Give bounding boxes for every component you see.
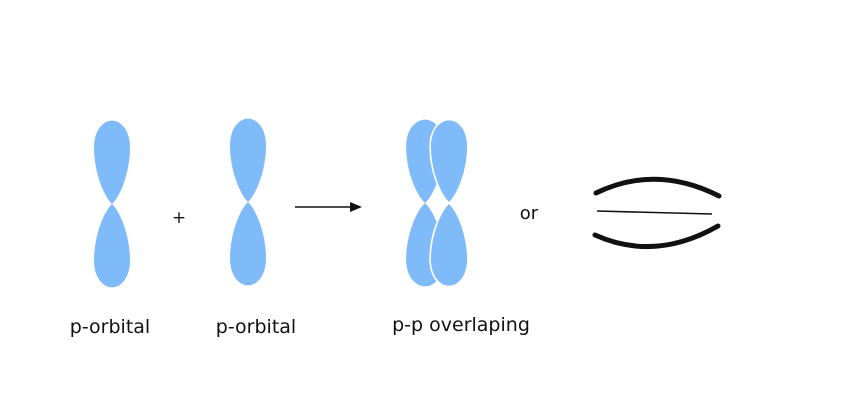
- plus-sign: +: [172, 208, 186, 228]
- p-p-overlap-orbitals: [406, 118, 469, 288]
- p-orbital-2: [230, 118, 266, 286]
- orbital-2-label: p-orbital: [216, 316, 296, 338]
- or-text: or: [520, 203, 539, 224]
- orbital-1-label: p-orbital: [70, 316, 150, 338]
- p-orbital-1: [94, 120, 130, 288]
- overlap-label: p-p overlaping: [392, 314, 530, 336]
- reaction-arrow: [295, 202, 362, 212]
- pi-bond-symbol: [592, 176, 722, 250]
